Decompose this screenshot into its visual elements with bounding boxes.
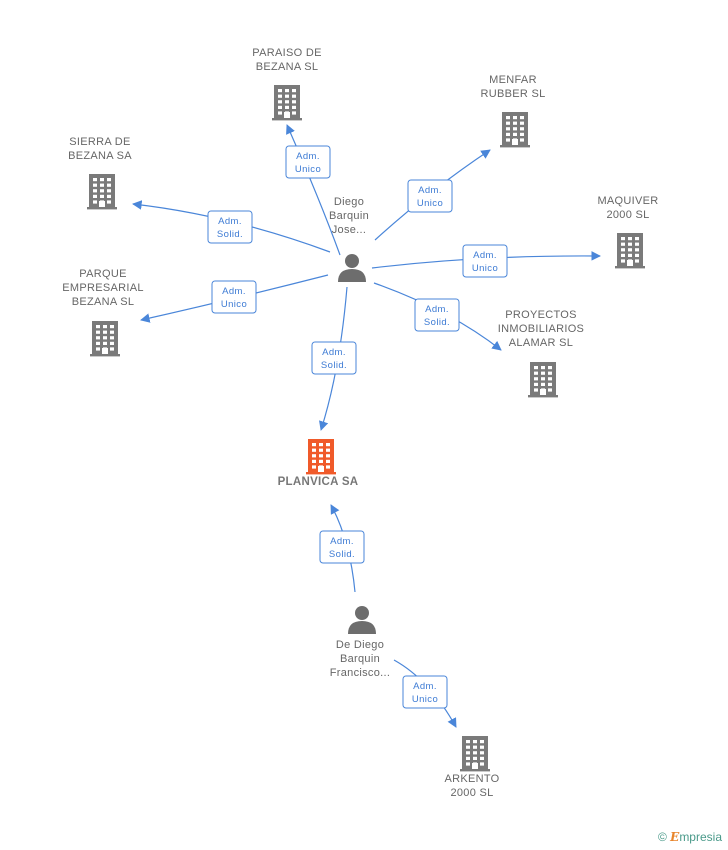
- role-badge-box: [462, 244, 508, 278]
- role-badge-text: Solid.: [217, 229, 243, 240]
- role-badge-text: Unico: [417, 198, 443, 209]
- node-label: Francisco...: [330, 667, 390, 679]
- node-label: MAQUIVER: [597, 195, 658, 207]
- building-icon: [528, 362, 558, 398]
- node-label: De Diego: [336, 639, 384, 651]
- edge-diego-parque: Adm. Unico: [140, 274, 329, 323]
- role-badge[interactable]: Adm. Unico: [407, 179, 453, 213]
- node-maquiver[interactable]: MAQUIVER 2000 SL: [597, 195, 658, 269]
- node-label: ALAMAR SL: [509, 337, 573, 349]
- node-label: PARAISO DE: [252, 47, 321, 59]
- building-icon: [90, 321, 120, 357]
- node-label: EMPRESARIAL: [62, 282, 144, 294]
- building-icon: [87, 174, 117, 210]
- building-icon: [500, 112, 530, 148]
- role-badge-text: Unico: [472, 263, 498, 274]
- node-label: 2000 SL: [606, 209, 649, 221]
- brand-name: mpresia: [679, 830, 722, 844]
- role-badge-text: Solid.: [329, 549, 355, 560]
- brand-initial: E: [670, 830, 680, 844]
- node-dediego[interactable]: De DiegoBarquinFrancisco...: [330, 606, 390, 679]
- node-menfar[interactable]: MENFAR RUBBER SL: [480, 74, 545, 148]
- building-icon: [272, 85, 302, 121]
- node-diego[interactable]: DiegoBarquinJose...: [329, 196, 369, 282]
- node-label: RUBBER SL: [480, 88, 545, 100]
- edge-dediego-planvica: Adm. Solid.: [319, 504, 365, 593]
- role-badge-box: [319, 530, 365, 564]
- node-label: MENFAR: [489, 74, 537, 86]
- node-label: PARQUE: [79, 268, 126, 280]
- role-badge-text: Unico: [295, 164, 321, 175]
- copyright-symbol: ©: [657, 830, 667, 844]
- node-parque[interactable]: PARQUE EMPRESARIAL BEZANA SL: [62, 268, 144, 357]
- role-badge-text: Adm.: [418, 185, 442, 196]
- node-label: BEZANA SL: [72, 296, 135, 308]
- edges-layer: Adm.UnicoAdm.UnicoAdm.Solid.Adm.UnicoAdm…: [132, 124, 601, 728]
- role-badge-text: Unico: [412, 694, 438, 705]
- node-label: ARKENTO: [444, 773, 499, 785]
- node-arkento[interactable]: ARKENTO 2000 SL: [444, 736, 499, 799]
- edge-diego-paraiso: Adm. Unico: [285, 124, 341, 256]
- role-badge-box: [414, 298, 460, 332]
- node-label: 2000 SL: [450, 787, 493, 799]
- edge-diego-proyectos: Adm. Solid.: [373, 282, 502, 351]
- role-badge[interactable]: Adm. Unico: [402, 675, 448, 709]
- role-badge-text: Adm.: [425, 304, 449, 315]
- role-badge-text: Unico: [221, 299, 247, 310]
- role-badge-text: Adm.: [413, 681, 437, 692]
- node-label: Diego: [334, 196, 364, 208]
- role-badge[interactable]: Adm. Solid.: [207, 210, 253, 244]
- node-label: BEZANA SA: [68, 150, 132, 162]
- role-badge-text: Solid.: [424, 317, 450, 328]
- building-icon: [615, 233, 645, 269]
- node-label: Barquin: [340, 653, 380, 665]
- building-icon: [460, 736, 490, 772]
- node-label: Barquin: [329, 210, 369, 222]
- role-badge[interactable]: Adm. Solid.: [414, 298, 460, 332]
- role-badge-text: Adm.: [222, 286, 246, 297]
- role-badge-text: Adm.: [218, 216, 242, 227]
- edge-diego-menfar: Adm. Unico: [374, 149, 491, 241]
- role-badge[interactable]: Adm. Solid.: [319, 530, 365, 564]
- role-badge-box: [311, 341, 357, 375]
- edge-diego-sierra: Adm. Solid.: [132, 200, 331, 253]
- edge-diego-planvica: Adm. Solid.: [311, 286, 357, 431]
- node-label: BEZANA SL: [256, 61, 319, 73]
- node-sierra[interactable]: SIERRA DE BEZANA SA: [68, 136, 132, 210]
- role-badge-text: Solid.: [321, 360, 347, 371]
- nodes-layer: PARAISO DE BEZANA SL MENFAR RUBBER SL SIERRA…: [62, 47, 658, 799]
- node-paraiso[interactable]: PARAISO DE BEZANA SL: [252, 47, 321, 121]
- person-icon: [348, 606, 376, 634]
- role-badge[interactable]: Adm. Unico: [285, 145, 331, 179]
- role-badge-box: [211, 280, 257, 314]
- role-badge-text: Adm.: [473, 250, 497, 261]
- role-badge-text: Adm.: [322, 347, 346, 358]
- role-badge[interactable]: Adm. Solid.: [311, 341, 357, 375]
- role-badge-text: Adm.: [296, 151, 320, 162]
- role-badge-box: [207, 210, 253, 244]
- role-badge-box: [402, 675, 448, 709]
- role-badge-text: Adm.: [330, 536, 354, 547]
- node-proyectos[interactable]: PROYECTOS INMOBILIARIOS ALAMAR SL: [498, 309, 584, 398]
- building-icon: [306, 439, 336, 475]
- role-badge-box: [285, 145, 331, 179]
- role-badge[interactable]: Adm. Unico: [462, 244, 508, 278]
- node-planvica[interactable]: PLANVICA SA: [278, 439, 359, 488]
- edge-line: [286, 124, 341, 256]
- node-label: SIERRA DE: [69, 136, 130, 148]
- node-label: PLANVICA SA: [278, 476, 359, 488]
- node-label: PROYECTOS: [505, 309, 577, 321]
- node-label: Jose...: [332, 224, 367, 236]
- edge-diego-maquiver: Adm. Unico: [371, 244, 601, 278]
- empresia-watermark: © Empresia: [658, 830, 722, 844]
- node-label: INMOBILIARIOS: [498, 323, 584, 335]
- role-badge[interactable]: Adm. Unico: [211, 280, 257, 314]
- edge-dediego-arkento: Adm. Unico: [393, 659, 457, 728]
- person-icon: [338, 254, 366, 282]
- role-badge-box: [407, 179, 453, 213]
